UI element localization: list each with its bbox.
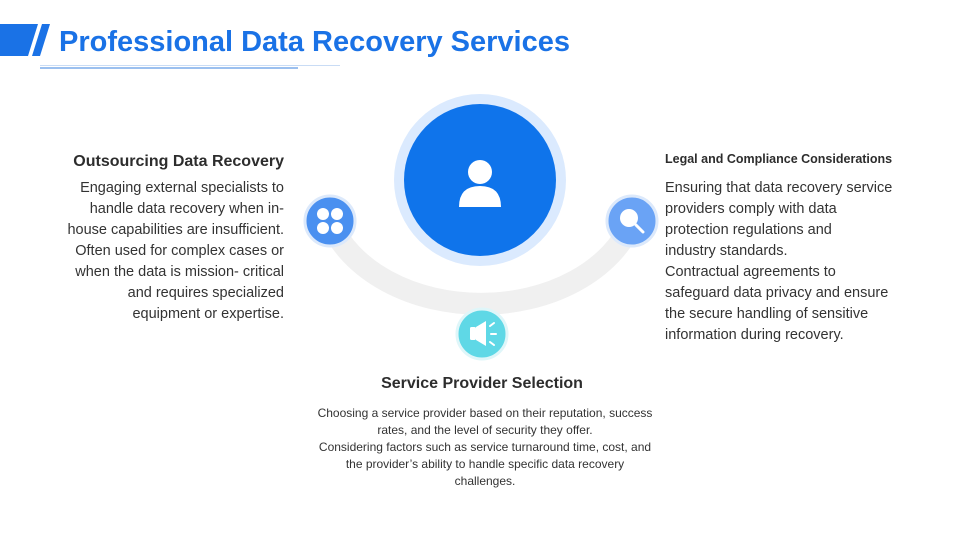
page-title: Professional Data Recovery Services (59, 26, 570, 58)
left-line: equipment or expertise. (132, 306, 284, 322)
right-line: Ensuring that data recovery service (665, 180, 893, 196)
left-line: when the data is mission- critical (75, 264, 284, 280)
title-underline (40, 65, 340, 69)
right-line: Contractual agreements to (665, 264, 836, 280)
right-section-body: Ensuring that data recovery service prov… (665, 178, 905, 346)
bottom-line: Considering factors such as service turn… (318, 440, 652, 454)
right-line: the secure handling of sensitive (665, 306, 869, 322)
left-line: and requires specialized (127, 285, 284, 301)
bottom-line: rates, and the level of security they of… (377, 423, 593, 437)
left-line: house capabilities are insufficient. (67, 222, 284, 238)
bottom-section-title: Service Provider Selection (381, 375, 583, 392)
right-line: providers comply with data (665, 201, 837, 217)
left-line: handle data recovery when in- (89, 201, 284, 217)
left-line: Often used for complex cases or (75, 243, 284, 259)
left-icon-circle (303, 194, 357, 248)
megaphone-icon (470, 321, 497, 346)
right-line: information during recovery. (665, 327, 844, 343)
bottom-line: the provider’s ability to handle specifi… (345, 457, 625, 471)
right-section-title: Legal and Compliance Considerations (665, 152, 893, 166)
left-section-body: Engaging external specialists to handle … (56, 178, 284, 325)
bottom-line: Choosing a service provider based on the… (317, 406, 653, 420)
left-line: Engaging external specialists to (80, 180, 284, 196)
arc-track (319, 211, 643, 315)
search-icon (620, 209, 645, 234)
right-line: protection regulations and (665, 222, 832, 238)
right-line: safeguard data privacy and ensure (665, 285, 889, 301)
left-section-title: Outsourcing Data Recovery (73, 153, 284, 170)
bottom-section-body: Choosing a service provider based on the… (312, 405, 658, 490)
title-accent-slashes (0, 24, 50, 56)
user-icon (459, 160, 501, 207)
bottom-line: challenges. (454, 474, 516, 488)
right-line: industry standards. (665, 243, 788, 259)
apps-grid-icon (317, 208, 343, 234)
